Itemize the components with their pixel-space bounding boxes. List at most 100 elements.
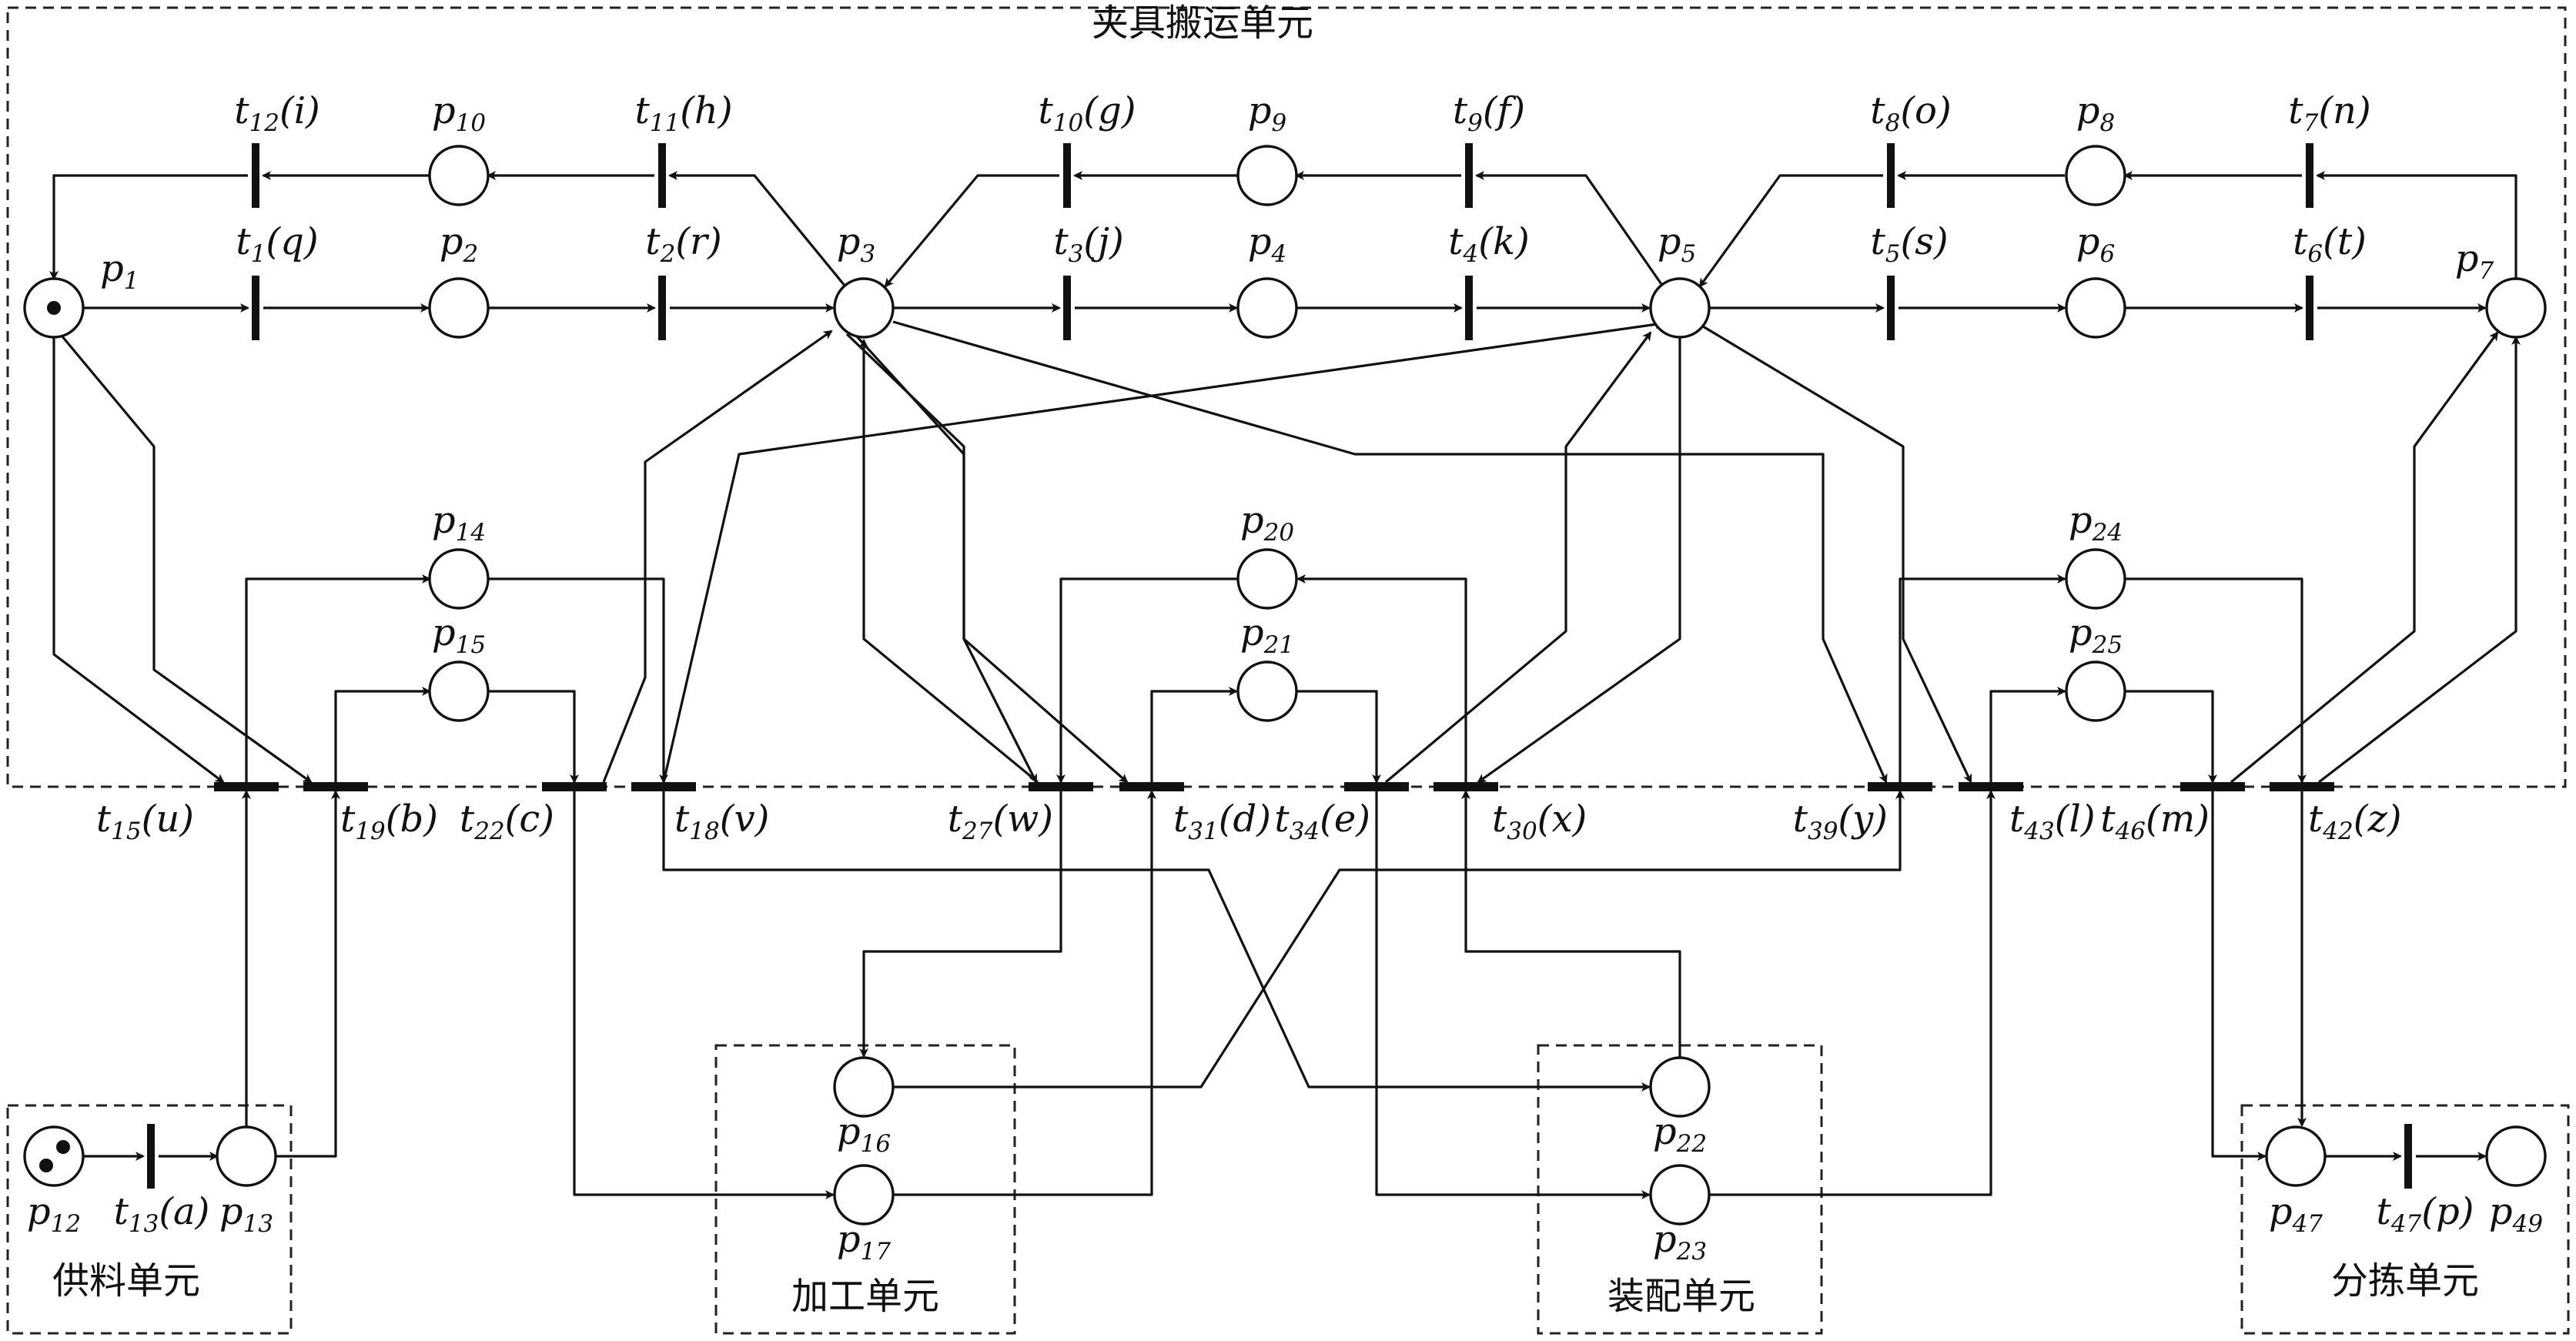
transition-t11 [658, 143, 666, 208]
transition-label-t42: t42(z) [2308, 798, 2402, 845]
region-machining-label: 加工单元 [791, 1275, 939, 1318]
transition-label-t47: t47(p) [2377, 1190, 2474, 1238]
arc [1709, 790, 1996, 1196]
region-machining-box [714, 1044, 1016, 1335]
transition-t2 [658, 276, 666, 340]
arc [2230, 331, 2499, 784]
place-label-p20: p20 [1240, 499, 1294, 547]
place-label-p17: p17 [837, 1218, 891, 1266]
arc [1296, 574, 1467, 782]
transition-t34 [1344, 782, 1409, 791]
transition-label-t8: t8(o) [1870, 89, 1951, 137]
arc [2125, 690, 2217, 784]
transition-label-t31: t31(d) [1173, 798, 1271, 845]
arc [488, 577, 668, 784]
transition-t27 [1029, 782, 1093, 791]
transition-t7 [2306, 143, 2313, 208]
arc [602, 329, 833, 783]
arc [49, 174, 248, 280]
place-label-p2: p2 [440, 220, 478, 268]
arc [668, 171, 847, 288]
place-p9 [1236, 145, 1298, 206]
transition-t1 [252, 276, 259, 340]
region-supply-box [6, 1104, 293, 1335]
transition-t9 [1465, 143, 1473, 208]
arc [1477, 337, 1681, 784]
place-p25 [2065, 660, 2126, 722]
place-p21 [1236, 660, 1298, 722]
transition-label-t2: t2(r) [645, 220, 721, 268]
transition-t22 [542, 782, 607, 791]
place-p7 [2485, 277, 2547, 339]
arc [1461, 790, 1681, 1058]
arc [1296, 690, 1381, 784]
transition-label-t9: t9(f) [1453, 89, 1525, 137]
transition-label-t39: t39(y) [1793, 798, 1888, 845]
arc [1056, 577, 1238, 784]
place-p3 [833, 277, 895, 339]
place-p24 [2065, 548, 2126, 610]
arc [1899, 574, 2066, 782]
arc [859, 791, 1062, 1058]
place-p47 [2265, 1125, 2327, 1187]
transition-t47 [2404, 1124, 2412, 1189]
transition-t4 [1465, 276, 1473, 340]
place-label-p1: p1 [100, 247, 139, 295]
transition-label-t1: t1(q) [236, 220, 318, 268]
transition-t30 [1434, 782, 1498, 791]
place-p15 [428, 660, 490, 722]
transition-label-t3: t3(j) [1053, 220, 1123, 268]
arc [845, 333, 1038, 784]
transition-label-t46: t46(m) [2100, 798, 2210, 845]
region-supply-label: 供料单元 [52, 1259, 200, 1303]
transition-t3 [1063, 276, 1071, 340]
transition-label-t18: t18(v) [674, 798, 769, 845]
arc [662, 319, 1664, 783]
place-p5 [1649, 277, 1711, 339]
place-p17 [833, 1164, 895, 1226]
arc [893, 790, 1905, 1089]
arc [573, 791, 835, 1199]
token [56, 1140, 70, 1154]
transition-t42 [2270, 782, 2334, 791]
place-p12 [23, 1125, 85, 1187]
place-p6 [2065, 277, 2126, 339]
arc [1698, 174, 1883, 288]
arc [855, 334, 1129, 784]
region-sorting-label: 分拣单元 [2331, 1259, 2479, 1303]
transition-t10 [1063, 143, 1071, 208]
transition-label-t5: t5(s) [1870, 220, 1948, 268]
arc [245, 574, 431, 782]
place-p14 [428, 548, 490, 610]
transition-t19 [303, 782, 368, 791]
place-label-p16: p16 [837, 1110, 891, 1158]
place-label-p8: p8 [2076, 89, 2115, 137]
place-label-p6: p6 [2076, 220, 2115, 268]
place-p13 [216, 1125, 277, 1187]
place-label-p9: p9 [1248, 89, 1286, 137]
transition-label-t11: t11(h) [634, 89, 732, 137]
transition-label-t22: t22(c) [460, 798, 554, 845]
place-label-p4: p4 [1248, 220, 1286, 268]
place-label-p10: p10 [432, 89, 486, 137]
place-label-p14: p14 [432, 499, 486, 547]
place-label-p3: p3 [837, 220, 875, 268]
place-label-p22: p22 [1653, 1110, 1707, 1158]
transition-label-t27: t27(w) [948, 798, 1053, 845]
place-label-p7: p7 [2455, 237, 2494, 285]
transition-label-t6: t6(t) [2293, 220, 2367, 268]
arc [276, 790, 340, 1158]
place-p8 [2065, 145, 2126, 206]
token [47, 301, 61, 315]
place-label-p21: p21 [1240, 611, 1294, 659]
transition-t13 [147, 1124, 155, 1189]
region-fixture-box [6, 6, 2567, 788]
place-p20 [1236, 548, 1298, 610]
place-label-p47: p47 [2269, 1190, 2323, 1238]
transition-label-t10: t10(g) [1039, 89, 1136, 137]
place-label-p23: p23 [1653, 1218, 1707, 1266]
transition-t12 [252, 143, 259, 208]
arc [859, 339, 1039, 784]
transition-t31 [1119, 782, 1184, 791]
place-label-p12: p12 [27, 1190, 81, 1238]
